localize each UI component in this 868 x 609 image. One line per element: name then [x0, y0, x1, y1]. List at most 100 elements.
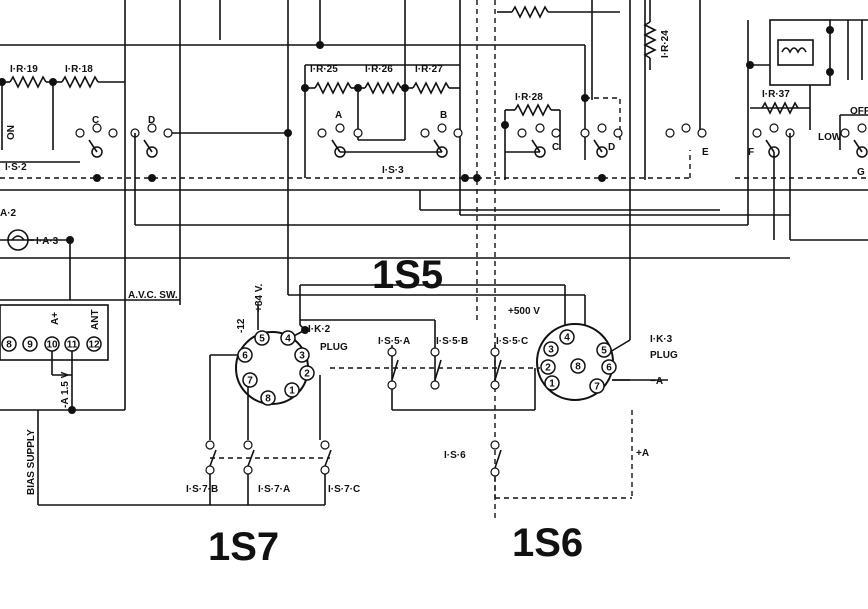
label-a2: A·2	[0, 208, 17, 219]
label-minus-a: −A	[650, 376, 663, 387]
socket-1k3-pin-1: 1	[549, 379, 555, 390]
terminal-11: 11	[67, 340, 78, 351]
socket-1k3-pin-8: 8	[575, 362, 581, 373]
socket-1k2-pin-4: 4	[285, 334, 291, 345]
label-plus500v: +500 V	[508, 306, 540, 317]
label-a3: I·A·3	[36, 236, 59, 247]
switches-1s7	[205, 354, 332, 505]
label-s5c: I·S·5·C	[496, 336, 528, 347]
socket-1k2-pin-2-ring	[299, 365, 315, 381]
socket-1k3-pin-2: 2	[545, 363, 551, 374]
switch-1s6	[490, 379, 668, 499]
label-low: LOW	[818, 132, 842, 143]
socket-1k2-pin-3-ring	[294, 347, 310, 363]
label-minus12: -12	[236, 318, 247, 333]
label-switch-e: E	[702, 147, 709, 158]
socket-1k3-pin-3-ring	[543, 341, 559, 357]
socket-1k2-pin-4-ring	[280, 330, 296, 346]
socket-1k3-pin-3: 3	[548, 345, 554, 356]
label-off: OFF	[850, 106, 868, 117]
label-r26: I·R·26	[365, 64, 393, 75]
socket-1k2-pin-6: 6	[242, 351, 248, 362]
socket-1k2-pin-1-ring	[284, 382, 300, 398]
label-switch-f: F	[748, 147, 754, 158]
label-plug-k3: PLUG	[650, 350, 678, 361]
label-switch-c2: C	[552, 142, 559, 153]
text-labels: I·R·19 I·R·18 I·R·25 I·R·26 I·R·27 I·R·2…	[0, 30, 868, 569]
socket-1k2-pin-6-ring	[237, 347, 253, 363]
socket-1k2-pin-5-ring	[254, 330, 270, 346]
socket-1k2-pin-8-ring	[260, 390, 276, 406]
socket-1k3-pin-1-ring	[544, 375, 560, 391]
label-r27: I·R·27	[415, 64, 443, 75]
socket-1k2-pin-1: 1	[289, 386, 295, 397]
label-s5a: I·S·5·A	[378, 336, 410, 347]
label-switch-b: B	[440, 110, 447, 121]
label-s7a: I·S·7·A	[258, 484, 290, 495]
socket-1k3-pin-7-ring	[589, 378, 605, 394]
socket-1k3-pin-4: 4	[564, 333, 570, 344]
socket-1k2-pin-8: 8	[265, 394, 271, 405]
terminal-9-ring	[22, 336, 38, 352]
label-s6: I·S·6	[444, 450, 466, 461]
label-s7c: I·S·7·C	[328, 484, 360, 495]
label-r19: I·R·19	[10, 64, 38, 75]
label-avc: A.V.C. SW.	[128, 290, 178, 301]
top-wiring	[0, 0, 868, 520]
switch-contacts	[75, 123, 868, 158]
label-s3: I·S·3	[382, 165, 404, 176]
socket-1k2-pin-7-ring	[242, 372, 258, 388]
switches-1s5	[300, 319, 540, 411]
title-1s5: 1S5	[372, 253, 443, 297]
mid-wiring	[0, 133, 868, 340]
terminal-strip	[0, 300, 325, 506]
socket-1k3-pin-4-ring	[559, 329, 575, 345]
label-s2: I·S·2	[5, 162, 27, 173]
terminal-8-ring	[1, 336, 17, 352]
title-1s6: 1S6	[512, 521, 583, 565]
terminal-10: 10	[46, 340, 58, 351]
lamp-a3	[7, 229, 34, 251]
label-r18: I·R·18	[65, 64, 93, 75]
label-switch-a: A	[335, 110, 342, 121]
label-switch-c: C	[92, 115, 99, 126]
label-s7b: I·S·7·B	[186, 484, 218, 495]
terminal-12: 12	[88, 340, 100, 351]
label-s5b: I·S·5·B	[436, 336, 468, 347]
label-bias-supply: BIAS SUPPLY	[26, 429, 37, 495]
label-r25: I·R·25	[310, 64, 338, 75]
terminal-10-ring	[44, 336, 60, 352]
label-aplus: A+	[50, 312, 61, 325]
label-on: ON	[6, 125, 17, 140]
label-minus15v: -A 1.5 V	[60, 371, 71, 408]
socket-1k2-pin-3: 3	[299, 351, 305, 362]
socket-1k3-pin-6: 6	[606, 363, 612, 374]
label-ant: ANT	[90, 309, 101, 330]
terminal-12-ring	[86, 336, 102, 352]
label-r24: I·R·24	[660, 30, 671, 58]
label-switch-d: D	[148, 115, 155, 126]
title-1s7: 1S7	[208, 525, 279, 569]
label-r28: I·R·28	[515, 92, 543, 103]
label-switch-g: G	[857, 167, 865, 178]
label-switch-d2: D	[608, 142, 615, 153]
socket-1k3-pin-8-ring	[570, 358, 586, 374]
switch-shaft	[0, 150, 868, 182]
label-plug-k2: PLUG	[320, 342, 348, 353]
socket-1k3-pin-5-ring	[596, 342, 612, 358]
socket-1k2-pin-5: 5	[259, 334, 265, 345]
label-plus-a: +A	[636, 448, 649, 459]
socket-1k2-pin-7: 7	[247, 376, 253, 387]
label-r37: I·R·37	[762, 89, 790, 100]
label-k2: I·K·2	[308, 324, 331, 335]
socket-1k3-pin-7: 7	[594, 382, 600, 393]
label-k3: I·K·3	[650, 334, 673, 345]
socket-1k3-pin-2-ring	[540, 359, 556, 375]
socket-1k3-pin-6-ring	[601, 359, 617, 375]
terminal-11-ring	[64, 336, 80, 352]
label-plus84v: +84 V.	[254, 284, 265, 312]
